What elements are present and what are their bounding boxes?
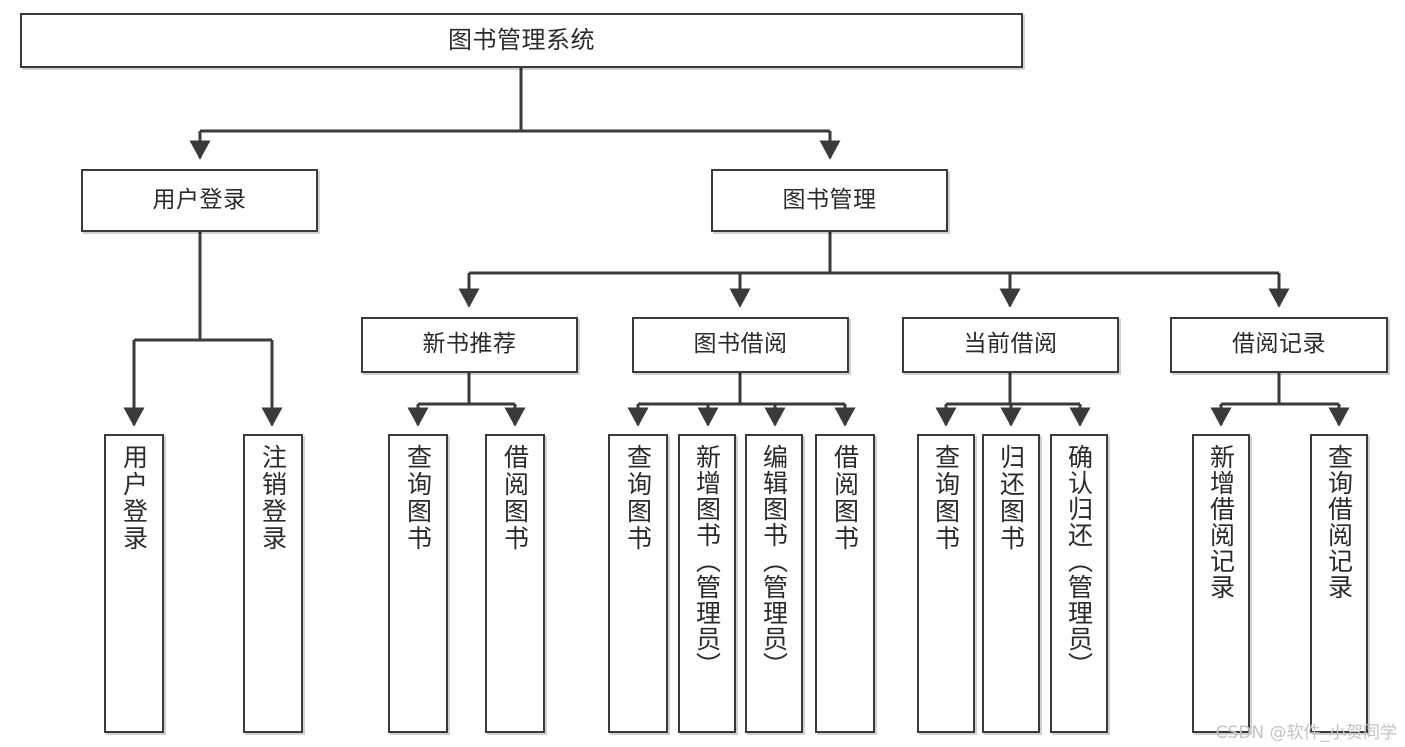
leaf-query-book-1[interactable]: 查询图书 bbox=[388, 434, 448, 733]
leaf-user-login-label: 用户登录 bbox=[119, 444, 149, 552]
node-book-borrow-label: 图书借阅 bbox=[693, 331, 788, 358]
node-book-management[interactable]: 图书管理 bbox=[711, 169, 948, 232]
leaf-return-book[interactable]: 归还图书 bbox=[982, 434, 1040, 733]
leaf-add-record[interactable]: 新增借阅记录 bbox=[1192, 434, 1250, 733]
leaf-add-book[interactable]: 新增图书（管理员） bbox=[678, 434, 736, 733]
leaf-return-book-label: 归还图书 bbox=[996, 444, 1026, 552]
node-borrow-record-label: 借阅记录 bbox=[1232, 331, 1326, 358]
node-new-book-recommend[interactable]: 新书推荐 bbox=[361, 317, 578, 373]
leaf-borrow-book-2-label: 借阅图书 bbox=[830, 444, 860, 552]
node-book-management-label: 图书管理 bbox=[782, 186, 877, 213]
node-root-label: 图书管理系统 bbox=[448, 26, 595, 55]
leaf-query-book-3-label: 查询图书 bbox=[931, 444, 961, 552]
node-new-book-recommend-label: 新书推荐 bbox=[422, 331, 517, 358]
leaf-borrow-book-2[interactable]: 借阅图书 bbox=[815, 434, 875, 733]
leaf-add-record-label: 新增借阅记录 bbox=[1206, 444, 1236, 600]
leaf-query-record[interactable]: 查询借阅记录 bbox=[1310, 434, 1368, 733]
node-book-borrow[interactable]: 图书借阅 bbox=[632, 317, 849, 373]
leaf-user-login[interactable]: 用户登录 bbox=[104, 434, 164, 733]
leaf-query-book-3[interactable]: 查询图书 bbox=[917, 434, 975, 733]
leaf-edit-book[interactable]: 编辑图书（管理员） bbox=[745, 434, 803, 733]
leaf-borrow-book-1-label: 借阅图书 bbox=[500, 444, 530, 552]
leaf-edit-book-label: 编辑图书（管理员） bbox=[759, 444, 789, 678]
leaf-user-logout-label: 注销登录 bbox=[258, 444, 288, 552]
leaf-query-book-1-label: 查询图书 bbox=[403, 444, 433, 552]
leaf-query-book-2-label: 查询图书 bbox=[623, 444, 653, 552]
leaf-add-book-label: 新增图书（管理员） bbox=[692, 444, 722, 678]
node-user-login-label: 用户登录 bbox=[152, 186, 247, 213]
leaf-confirm-return-label: 确认归还（管理员） bbox=[1064, 444, 1094, 678]
node-root[interactable]: 图书管理系统 bbox=[20, 13, 1023, 68]
node-current-borrow[interactable]: 当前借阅 bbox=[902, 317, 1119, 373]
node-user-login[interactable]: 用户登录 bbox=[81, 169, 318, 232]
leaf-user-logout[interactable]: 注销登录 bbox=[243, 434, 303, 733]
leaf-query-record-label: 查询借阅记录 bbox=[1324, 444, 1354, 600]
node-current-borrow-label: 当前借阅 bbox=[963, 331, 1058, 358]
leaf-borrow-book-1[interactable]: 借阅图书 bbox=[485, 434, 545, 733]
node-borrow-record[interactable]: 借阅记录 bbox=[1170, 317, 1388, 373]
watermark-text: CSDN @软件_小贺同学 bbox=[1215, 723, 1397, 743]
leaf-query-book-2[interactable]: 查询图书 bbox=[608, 434, 668, 733]
leaf-confirm-return[interactable]: 确认归还（管理员） bbox=[1050, 434, 1108, 733]
